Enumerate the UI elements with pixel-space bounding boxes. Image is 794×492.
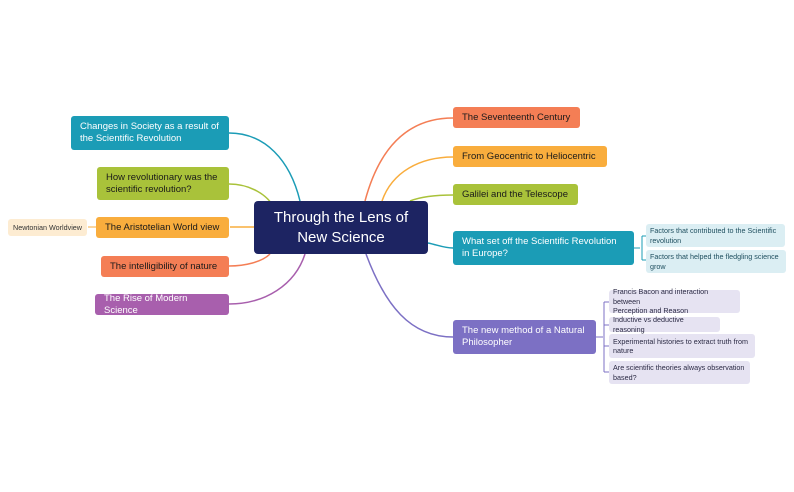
subtopic-label-line1: Inductive vs deductive reasoning bbox=[613, 315, 684, 334]
topic-label-line1: The new method of a Natural bbox=[462, 325, 585, 336]
subtopic-observation-based[interactable]: Are scientific theories always observati… bbox=[609, 361, 750, 384]
topic-rise-of-modern-science[interactable]: The Rise of Modern Science bbox=[95, 292, 229, 316]
subtopic-label-line1: Factors that contributed to the Scientif… bbox=[650, 226, 777, 235]
floating-topic-label: Newtonian Worldview bbox=[13, 223, 82, 232]
central-topic-line1: Through the Lens of bbox=[273, 208, 409, 226]
topic-label-line2: the Scientific Revolution bbox=[80, 133, 182, 144]
topic-changes-in-society[interactable]: Changes in Society as a result of the Sc… bbox=[71, 116, 229, 150]
topic-galilei-telescope[interactable]: Galilei and the Telescope bbox=[453, 184, 578, 205]
topic-label: Galilei and the Telescope bbox=[462, 188, 568, 200]
subtopic-label-line2: grow bbox=[650, 261, 666, 271]
link-intelligibility bbox=[228, 253, 271, 267]
link-philosopher-sub bbox=[596, 301, 609, 373]
topic-label-line1: What set off the Scientific Revolution bbox=[462, 236, 617, 247]
subtopic-label-line2: nature bbox=[613, 346, 634, 355]
link-changes-society bbox=[228, 132, 301, 202]
central-topic-line2: New Science bbox=[297, 228, 385, 246]
topic-aristotelian-world-view[interactable]: The Aristotelian World view bbox=[96, 217, 229, 238]
subtopic-label-line1: Factors that helped the fledgling scienc… bbox=[650, 252, 779, 261]
topic-what-set-off-revolution[interactable]: What set off the Scientific Revolution i… bbox=[453, 231, 634, 265]
link-galilei bbox=[409, 194, 454, 202]
topic-how-revolutionary[interactable]: How revolutionary was the scientific rev… bbox=[97, 167, 229, 200]
topic-label-line1: How revolutionary was the bbox=[106, 171, 218, 183]
topic-natural-philosopher[interactable]: The new method of a Natural Philosopher bbox=[453, 320, 596, 354]
topic-label-line2: Philosopher bbox=[462, 337, 513, 348]
link-philosopher bbox=[365, 253, 454, 338]
topic-seventeenth-century[interactable]: The Seventeenth Century bbox=[453, 107, 580, 128]
subtopic-experimental-histories[interactable]: Experimental histories to extract truth … bbox=[609, 334, 755, 358]
link-geocentric bbox=[381, 156, 454, 202]
link-europe bbox=[427, 242, 454, 249]
link-seventeenth bbox=[364, 117, 454, 202]
subtopic-label-line1: Are scientific theories always observati… bbox=[613, 363, 745, 372]
topic-label-line2: in Europe? bbox=[462, 248, 508, 259]
topic-label: The Seventeenth Century bbox=[462, 111, 571, 123]
topic-intelligibility-of-nature[interactable]: The intelligibility of nature bbox=[101, 256, 229, 277]
topic-label-line1: Changes in Society as a result of bbox=[80, 121, 219, 132]
topic-label: The Rise of Modern Science bbox=[104, 292, 188, 316]
subtopic-label-line2: based? bbox=[613, 372, 637, 382]
subtopic-label-line1: Francis Bacon and interaction between bbox=[613, 287, 709, 306]
link-europe-sub bbox=[634, 235, 646, 261]
topic-label-line2: scientific revolution? bbox=[106, 183, 192, 195]
topic-label: From Geocentric to Heliocentric bbox=[462, 150, 596, 162]
topic-geocentric-heliocentric[interactable]: From Geocentric to Heliocentric bbox=[453, 146, 607, 167]
subtopic-label-line2: Perception and Reason bbox=[613, 306, 689, 316]
subtopic-factors-helped[interactable]: Factors that helped the fledgling scienc… bbox=[646, 250, 786, 273]
subtopic-francis-bacon[interactable]: Francis Bacon and interaction between Pe… bbox=[609, 287, 740, 316]
link-rise-modern bbox=[228, 253, 306, 305]
subtopic-inductive-deductive[interactable]: Inductive vs deductive reasoning bbox=[609, 315, 720, 334]
topic-label: The intelligibility of nature bbox=[110, 260, 218, 272]
subtopic-factors-contributed[interactable]: Factors that contributed to the Scientif… bbox=[646, 224, 785, 247]
floating-topic-newtonian[interactable]: Newtonian Worldview bbox=[8, 219, 87, 236]
subtopic-label-line1: Experimental histories to extract truth … bbox=[613, 336, 749, 346]
subtopic-label-line2: revolution bbox=[650, 235, 682, 245]
central-topic[interactable]: Through the Lens of New Science bbox=[254, 201, 428, 254]
topic-label: The Aristotelian World view bbox=[105, 221, 220, 233]
